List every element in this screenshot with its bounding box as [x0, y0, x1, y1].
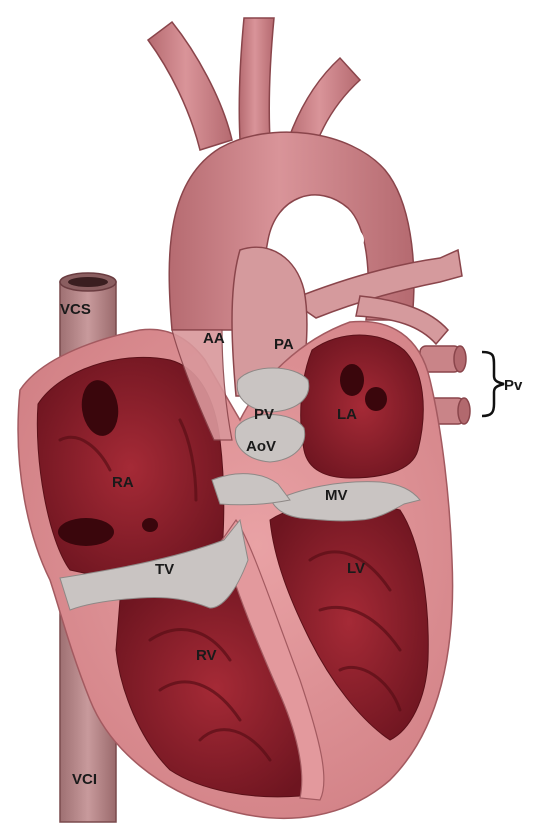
pulmonary-vein-upper-end: [454, 346, 466, 372]
pv-bracket: Pv: [482, 352, 523, 416]
la-vein-opening-1: [340, 364, 364, 396]
label-lv: LV: [347, 560, 365, 577]
label-la: LA: [337, 406, 357, 423]
vena-cava-lumen: [68, 277, 108, 287]
label-aa: AA: [203, 330, 225, 347]
label-pv-veins: Pv: [504, 377, 523, 394]
carotid-artery: [239, 18, 274, 140]
label-mv: MV: [325, 487, 348, 504]
label-pa: PA: [274, 336, 294, 353]
ra-opening-inferior: [58, 518, 114, 546]
la-vein-opening-2: [365, 387, 387, 411]
arch-hole: [272, 218, 364, 262]
label-ra: RA: [112, 474, 134, 491]
left-atrium: [301, 335, 424, 478]
label-pv: PV: [254, 406, 274, 423]
label-aov: AoV: [246, 438, 276, 455]
label-rv: RV: [196, 647, 217, 664]
label-vci: VCI: [72, 771, 97, 788]
label-tv: TV: [155, 561, 174, 578]
pulmonary-vein-lower-end: [458, 398, 470, 424]
label-vcs: VCS: [60, 301, 91, 318]
pv-bracket-line: [482, 352, 504, 416]
brachiocephalic-artery: [148, 22, 232, 150]
ra-opening-coronary: [142, 518, 158, 532]
